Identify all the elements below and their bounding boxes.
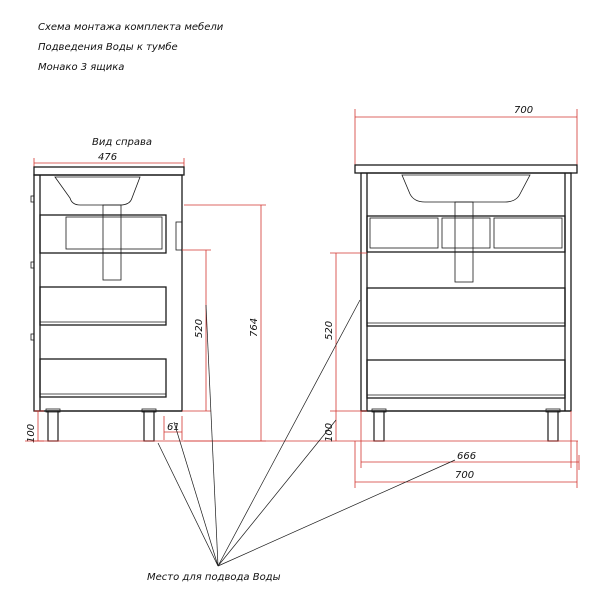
front-legs-label: 100 bbox=[324, 423, 335, 442]
side-total-height-label: 764 bbox=[249, 318, 260, 337]
header-line-2: Подведения Воды к тумбе bbox=[38, 41, 178, 53]
side-inlet-height-dimension: 520 bbox=[182, 249, 211, 412]
side-legs-dimension: 100 bbox=[26, 410, 44, 443]
side-width-label: 476 bbox=[98, 152, 117, 163]
side-view: Вид справа 476 bbox=[25, 137, 348, 443]
header-line-1: Схема монтажа комплекта мебели bbox=[38, 21, 224, 33]
front-bottom-width-dimension: 700 bbox=[354, 441, 578, 488]
side-legs-label: 100 bbox=[26, 424, 37, 443]
side-view-title: Вид справа bbox=[92, 137, 152, 148]
front-top-width-dimension: 700 bbox=[354, 105, 578, 168]
front-top-width-label: 700 bbox=[514, 105, 533, 116]
front-inner-width-dimension: 666 bbox=[360, 411, 580, 470]
side-offset-label: 61 bbox=[167, 422, 180, 433]
water-inlet-leaders: Место для подвода Воды bbox=[147, 299, 456, 583]
side-width-dimension: 476 bbox=[33, 152, 185, 172]
front-view: 700 bbox=[324, 105, 580, 488]
header-line-3: Монако 3 ящика bbox=[38, 62, 124, 73]
side-inlet-height-label: 520 bbox=[194, 319, 205, 338]
front-inlet-height-label: 520 bbox=[324, 321, 335, 340]
front-legs-dimension: 100 bbox=[324, 411, 337, 442]
side-cabinet bbox=[30, 166, 185, 442]
front-inner-width-label: 666 bbox=[457, 451, 476, 462]
front-bottom-width-label: 700 bbox=[455, 470, 474, 481]
side-offset-dimension: 61 bbox=[163, 416, 183, 440]
front-cabinet bbox=[354, 164, 578, 442]
water-inlet-label: Место для подвода Воды bbox=[147, 572, 281, 583]
